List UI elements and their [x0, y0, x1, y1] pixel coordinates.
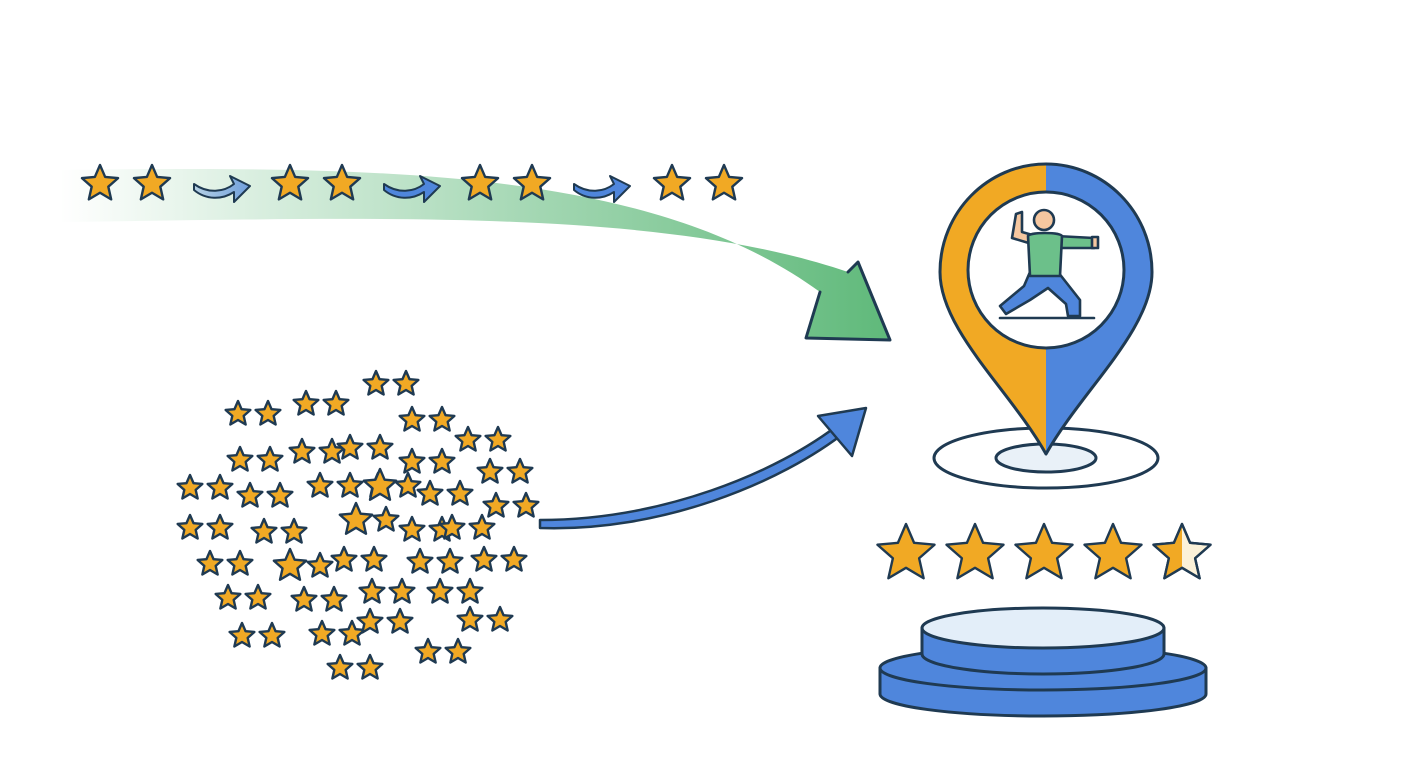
- rating-stars: [876, 522, 1212, 580]
- cluster-star-icon: [330, 545, 358, 572]
- cluster-star-icon: [506, 457, 534, 484]
- cluster-star-icon: [214, 583, 242, 610]
- cluster-star-icon: [398, 447, 426, 474]
- cluster-star-icon: [226, 445, 254, 472]
- sequence-star-icon: [460, 163, 500, 201]
- cluster-star-icon: [446, 479, 474, 506]
- cluster-star-icon: [360, 545, 388, 572]
- cluster-star-icon: [436, 547, 464, 574]
- cluster-star-icon: [176, 473, 204, 500]
- star-sequence: [80, 163, 744, 203]
- cluster-star-icon: [338, 501, 374, 535]
- cluster-star-icon: [336, 433, 364, 460]
- cluster-star-icon: [224, 399, 252, 426]
- cluster-star-icon: [470, 545, 498, 572]
- sequence-arrow-icon: [383, 175, 441, 203]
- cluster-star-icon: [322, 389, 350, 416]
- cluster-star-icon: [362, 369, 390, 396]
- cluster-star-icon: [476, 457, 504, 484]
- sequence-star-icon: [704, 163, 744, 201]
- cluster-star-icon: [206, 473, 234, 500]
- cluster-star-icon: [426, 577, 454, 604]
- cluster-star-icon: [258, 621, 286, 648]
- sequence-star-icon: [322, 163, 362, 201]
- cluster-star-icon: [366, 433, 394, 460]
- sequence-star-icon: [132, 163, 172, 201]
- cluster-star-icon: [206, 513, 234, 540]
- cluster-star-icon: [392, 369, 420, 396]
- rating-star-full-icon: [945, 522, 1005, 580]
- cluster-star-icon: [338, 619, 366, 646]
- cluster-star-icon: [176, 513, 204, 540]
- cluster-star-icon: [468, 513, 496, 540]
- cluster-star-icon: [438, 513, 466, 540]
- cluster-star-icon: [358, 577, 386, 604]
- cluster-star-icon: [456, 605, 484, 632]
- map-pin-icon: [938, 162, 1154, 456]
- cluster-star-icon: [428, 447, 456, 474]
- cluster-star-icon: [386, 607, 414, 634]
- rating-star-half-icon: [1152, 522, 1212, 580]
- sequence-arrow-icon: [573, 175, 631, 203]
- yoga-pose-person-icon: [998, 208, 1100, 320]
- rating-star-full-icon: [876, 522, 936, 580]
- cluster-star-icon: [394, 471, 422, 498]
- cluster-star-icon: [414, 637, 442, 664]
- sequence-arrow-icon: [193, 175, 251, 203]
- cluster-star-icon: [484, 425, 512, 452]
- cluster-star-icon: [320, 585, 348, 612]
- cluster-star-icon: [254, 399, 282, 426]
- location-pin: [932, 162, 1160, 490]
- blue-arrow: [538, 406, 868, 530]
- cluster-star-icon: [512, 491, 540, 518]
- cluster-star-icon: [292, 389, 320, 416]
- cluster-star-icon: [406, 547, 434, 574]
- cluster-star-icon: [272, 547, 308, 581]
- cluster-star-icon: [226, 549, 254, 576]
- rating-star-full-icon: [1014, 522, 1074, 580]
- cluster-star-icon: [482, 491, 510, 518]
- cluster-star-icon: [228, 621, 256, 648]
- cluster-star-icon: [336, 471, 364, 498]
- cluster-star-icon: [306, 471, 334, 498]
- cluster-star-icon: [356, 607, 384, 634]
- cluster-star-icon: [362, 467, 398, 501]
- cluster-star-icon: [486, 605, 514, 632]
- cluster-star-icon: [290, 585, 318, 612]
- cluster-star-icon: [308, 619, 336, 646]
- cluster-star-icon: [250, 517, 278, 544]
- cluster-star-icon: [356, 653, 384, 680]
- rating-star-full-icon: [1083, 522, 1143, 580]
- sequence-star-icon: [652, 163, 692, 201]
- cluster-star-icon: [266, 481, 294, 508]
- cluster-star-icon: [326, 653, 354, 680]
- cluster-star-icon: [196, 549, 224, 576]
- sequence-star-icon: [80, 163, 120, 201]
- cluster-star-icon: [454, 425, 482, 452]
- cluster-star-icon: [280, 517, 308, 544]
- podium: [878, 606, 1208, 718]
- star-cluster: [176, 369, 540, 680]
- cluster-star-icon: [236, 481, 264, 508]
- cluster-star-icon: [388, 577, 416, 604]
- cluster-star-icon: [456, 577, 484, 604]
- green-flow-arrow: [60, 168, 892, 342]
- sequence-star-icon: [270, 163, 310, 201]
- cluster-star-icon: [372, 505, 400, 532]
- cluster-star-icon: [416, 479, 444, 506]
- cluster-star-icon: [256, 445, 284, 472]
- cluster-star-icon: [398, 405, 426, 432]
- cluster-star-icon: [444, 637, 472, 664]
- cluster-star-icon: [306, 551, 334, 578]
- cluster-star-icon: [398, 515, 426, 542]
- sequence-star-icon: [512, 163, 552, 201]
- cluster-star-icon: [288, 437, 316, 464]
- cluster-star-icon: [428, 405, 456, 432]
- cluster-star-icon: [500, 545, 528, 572]
- cluster-star-icon: [244, 583, 272, 610]
